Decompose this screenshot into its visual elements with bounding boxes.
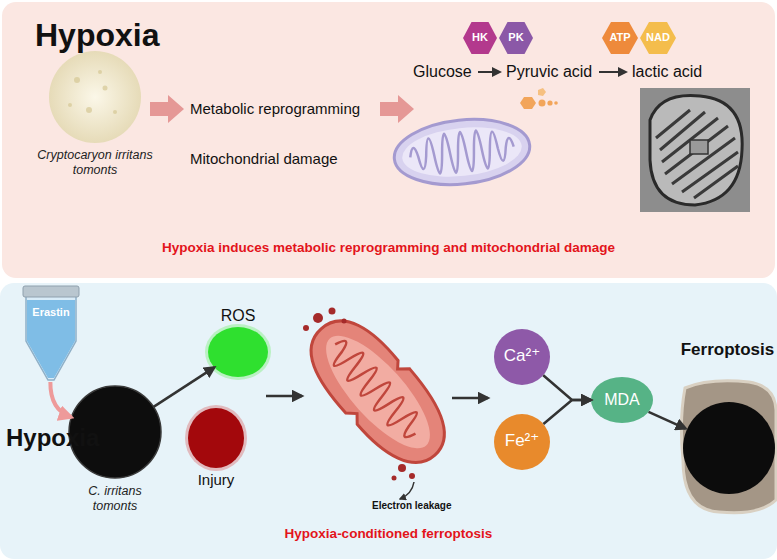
enzyme-hexagon-shape — [640, 22, 676, 54]
node-text: Injury — [180, 471, 252, 489]
tomont-photo-shape — [113, 110, 117, 114]
node-text: PK — [499, 31, 533, 44]
tomont-photo-shape — [68, 70, 117, 114]
metabolite-icon — [539, 100, 546, 107]
panel-heading: Hypoxia — [35, 16, 159, 54]
ion-circle: Ca²⁺ — [492, 327, 552, 387]
process-label: Mitochondrial damage — [190, 150, 338, 168]
reagent-tube-shape — [23, 286, 79, 297]
injury-stain: Injury — [180, 408, 252, 496]
ferroptosis-photo-shape — [679, 340, 776, 520]
leaking-particles — [398, 464, 406, 472]
tomont-photo-shape — [98, 70, 102, 74]
flow-connector — [543, 375, 591, 400]
flow-connector — [543, 400, 591, 424]
mda-ellipse: MDA — [590, 376, 654, 424]
tomont-photo-shape — [74, 77, 80, 83]
leaking-particles — [329, 308, 336, 315]
mitochondrion-illustration — [400, 122, 524, 182]
tem-micrograph — [640, 88, 750, 212]
tem-micrograph — [690, 140, 708, 154]
injury-stain-shape — [185, 405, 247, 471]
enzyme-hexagon: PK — [499, 22, 533, 54]
node-text: HK — [463, 31, 497, 44]
node-text: C. irritans tomonts — [70, 484, 160, 514]
node-text: Ca²⁺ — [492, 346, 552, 366]
tomont-photo: Cryptocaryon irritans tomonts — [25, 50, 165, 185]
node-text: ATP — [602, 31, 638, 44]
pathway-arrow — [599, 71, 626, 73]
leaking-particles — [303, 325, 309, 331]
enzyme-hexagon-shape — [499, 22, 533, 54]
node-text: MDA — [590, 390, 654, 409]
leaking-particles — [342, 319, 347, 324]
node-text: Hypoxia induces metabolic reprogramming … — [2, 240, 775, 256]
node-text: Erastin — [22, 306, 80, 319]
annotation-label: Electron leakage — [372, 500, 451, 512]
mda-ellipse-shape — [591, 377, 653, 423]
leaking-particles — [392, 476, 397, 481]
tomont-photo-shape — [68, 103, 72, 107]
enzyme-hexagon-shape — [602, 22, 638, 54]
node-text: Hypoxia-conditioned ferroptosis — [0, 526, 777, 542]
tem-micrograph — [656, 110, 738, 198]
injury-stain-shape — [188, 408, 244, 468]
ferroptosis-photo-shape — [683, 402, 775, 494]
pathway-arrow — [478, 71, 500, 73]
ros-stain-shape — [205, 324, 271, 380]
panel-heading: Hypoxia — [6, 424, 99, 453]
tem-micrograph — [650, 96, 742, 206]
tomont-photo-shape — [86, 107, 92, 113]
flow-arrow — [266, 395, 302, 398]
ferroptosis-photo-shape — [681, 381, 776, 513]
metabolite-label: Glucose — [413, 62, 472, 81]
ion-circle: Fe²⁺ — [492, 412, 552, 472]
enzyme-hexagon: ATP — [602, 22, 638, 54]
node-text: Fe²⁺ — [492, 431, 552, 451]
ros-stain-shape — [208, 327, 268, 377]
node-text: NAD — [640, 31, 676, 44]
leaking-particles — [409, 473, 415, 479]
metabolite-label: lactic acid — [632, 62, 702, 81]
node-text: Ferroptosis — [679, 340, 776, 360]
flow-arrow — [452, 397, 488, 400]
enzyme-hexagon: HK — [463, 22, 497, 54]
node-text: Cryptocaryon irritans tomonts — [30, 148, 160, 178]
metabolite-icon — [547, 100, 552, 105]
enzyme-hexagon: NAD — [640, 22, 676, 54]
reagent-tube: Erastin — [22, 286, 80, 382]
metabolite-icon — [554, 101, 558, 105]
reagent-tube-shape — [22, 286, 80, 382]
process-label: Metabolic reprogramming — [190, 100, 360, 118]
node-text: ROS — [200, 306, 276, 325]
flow-connector — [154, 367, 215, 407]
ros-stain: ROS — [200, 306, 276, 382]
flow-connector — [50, 382, 71, 417]
tomont-photo-shape — [49, 51, 141, 143]
tem-micrograph — [640, 88, 750, 212]
flow-connector — [649, 412, 686, 429]
mitochondrion-illustration — [408, 127, 516, 178]
tomont-photo-shape — [103, 86, 108, 91]
ferroptosis-photo: Ferroptosis — [679, 340, 776, 520]
metabolite-label: Pyruvic acid — [506, 62, 592, 81]
leaking-particles — [313, 313, 323, 323]
enzyme-hexagon-shape — [463, 22, 497, 54]
